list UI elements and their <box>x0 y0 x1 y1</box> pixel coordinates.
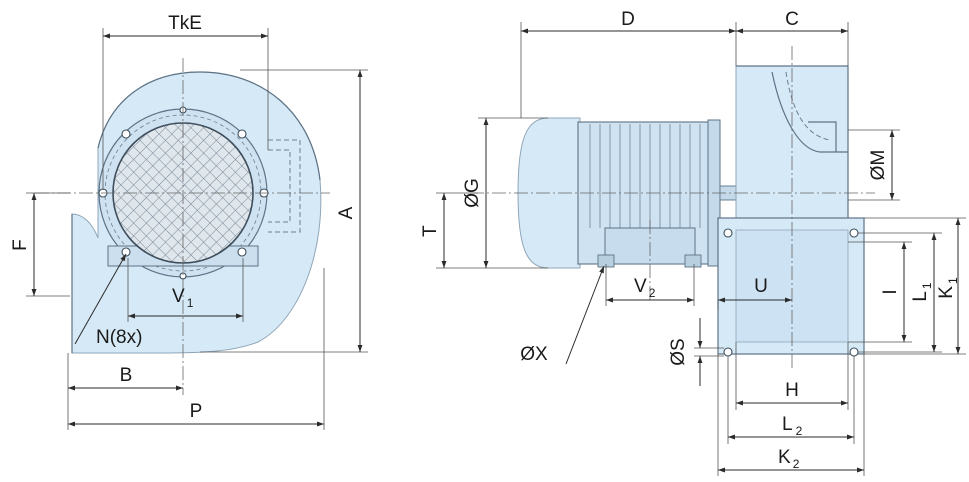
label-m: ØM <box>868 150 889 181</box>
label-a: A <box>336 206 357 219</box>
label-h: H <box>785 380 799 401</box>
flange-holes <box>723 228 859 357</box>
label-f: F <box>10 239 31 251</box>
label-s: ØS <box>668 338 689 365</box>
motor-fins <box>589 124 701 228</box>
label-x: ØX <box>520 344 548 365</box>
label-p: P <box>190 401 203 422</box>
label-tke: TkE <box>168 13 202 34</box>
label-l1: L1 <box>910 282 934 302</box>
label-k1: K1 <box>936 277 960 299</box>
label-t: T <box>420 225 441 237</box>
label-d: D <box>621 9 635 30</box>
label-u: U <box>754 276 768 297</box>
label-b: B <box>120 365 133 386</box>
label-c: C <box>785 9 799 30</box>
label-n8x: N(8x) <box>96 327 142 348</box>
label-i: I <box>880 289 901 294</box>
